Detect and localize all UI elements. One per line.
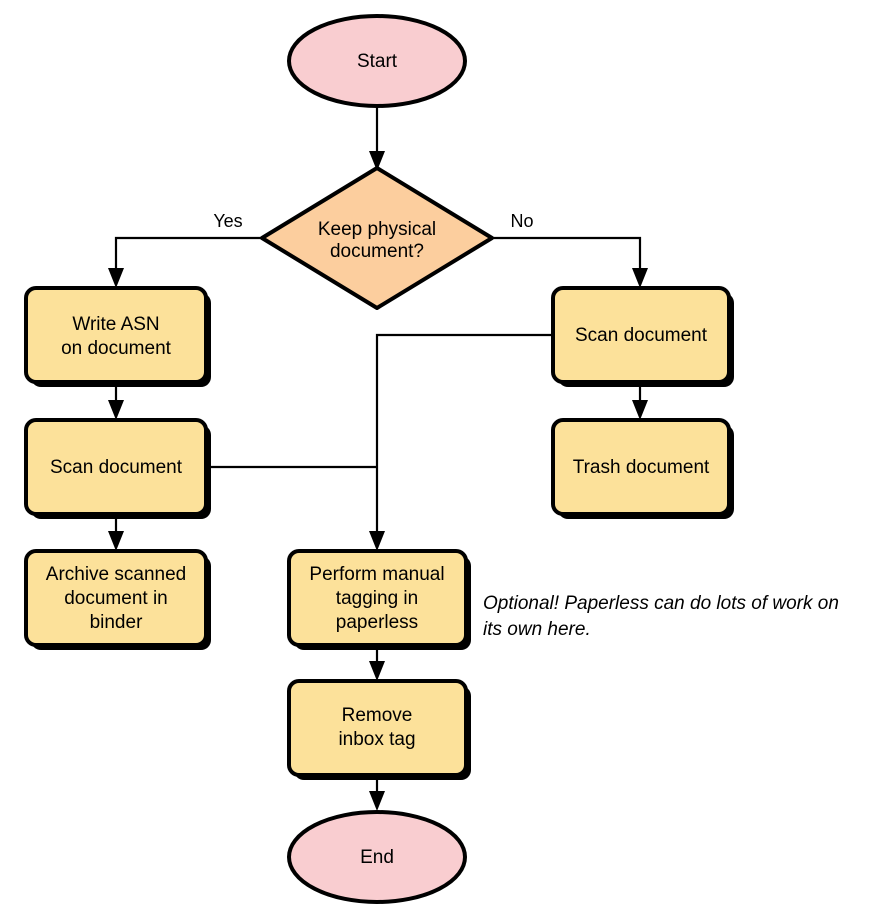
tagging-box xyxy=(287,549,468,647)
node-remove-inbox-tag[interactable]: Remove inbox tag xyxy=(287,679,471,780)
trash-box xyxy=(551,418,731,516)
remove-inbox-box xyxy=(287,679,468,777)
edge-label-yes: Yes xyxy=(213,211,242,231)
archive-label-line2: document in xyxy=(64,588,168,609)
node-start[interactable]: Start xyxy=(287,14,467,108)
annotation-line2: its own here. xyxy=(483,619,591,640)
annotation-note: Optional! Paperless can do lots of work … xyxy=(483,593,839,640)
trash-label: Trash document xyxy=(573,457,710,478)
edge-tagging-to-remove-inbox xyxy=(369,646,385,681)
archive-box xyxy=(24,549,208,647)
node-scan-document-right[interactable]: Scan document xyxy=(551,286,734,387)
node-end[interactable]: End xyxy=(287,810,467,904)
remove-inbox-label-line2: inbox tag xyxy=(338,729,415,750)
write-asn-box xyxy=(24,286,208,384)
node-decision-keep-physical-document[interactable]: Keep physical document? xyxy=(260,166,494,310)
scan-left-box xyxy=(24,418,208,516)
write-asn-label-line1: Write ASN xyxy=(72,314,159,335)
node-perform-manual-tagging[interactable]: Perform manual tagging in paperless xyxy=(287,549,471,650)
decision-diamond xyxy=(260,166,494,310)
scan-right-box xyxy=(551,286,731,384)
edge-start-to-decision xyxy=(369,107,385,171)
decision-label-line1: Keep physical xyxy=(318,219,436,240)
annotation-line1: Optional! Paperless can do lots of work … xyxy=(483,593,839,614)
scan-left-label: Scan document xyxy=(50,457,183,478)
node-scan-document-left[interactable]: Scan document xyxy=(24,418,211,519)
edge-decision-no-to-scan-right xyxy=(492,236,648,288)
write-asn-label-line2: on document xyxy=(61,338,172,359)
edge-write-asn-to-scan-left xyxy=(108,382,124,420)
start-label: Start xyxy=(357,51,398,72)
end-label: End xyxy=(360,847,394,868)
edge-scan-right-to-tagging xyxy=(369,333,553,551)
node-trash-document[interactable]: Trash document xyxy=(551,418,734,519)
start-ellipse xyxy=(287,14,467,108)
tagging-label-line3: paperless xyxy=(336,612,418,633)
decision-label-line2: document? xyxy=(330,241,424,262)
node-archive-scanned-document[interactable]: Archive scanned document in binder xyxy=(24,549,211,650)
edge-scan-right-to-trash xyxy=(632,382,648,420)
tagging-label-line1: Perform manual xyxy=(309,564,444,585)
edge-decision-yes-to-write-asn xyxy=(108,236,262,288)
edge-scan-left-to-archive xyxy=(108,514,124,551)
tagging-label-line2: tagging in xyxy=(336,588,418,609)
scan-right-label: Scan document xyxy=(575,325,708,346)
end-ellipse xyxy=(287,810,467,904)
archive-label-line3: binder xyxy=(90,612,143,633)
edge-label-no: No xyxy=(510,211,533,231)
archive-label-line1: Archive scanned xyxy=(46,564,186,585)
node-write-asn-on-document[interactable]: Write ASN on document xyxy=(24,286,211,387)
remove-inbox-label-line1: Remove xyxy=(342,705,413,726)
